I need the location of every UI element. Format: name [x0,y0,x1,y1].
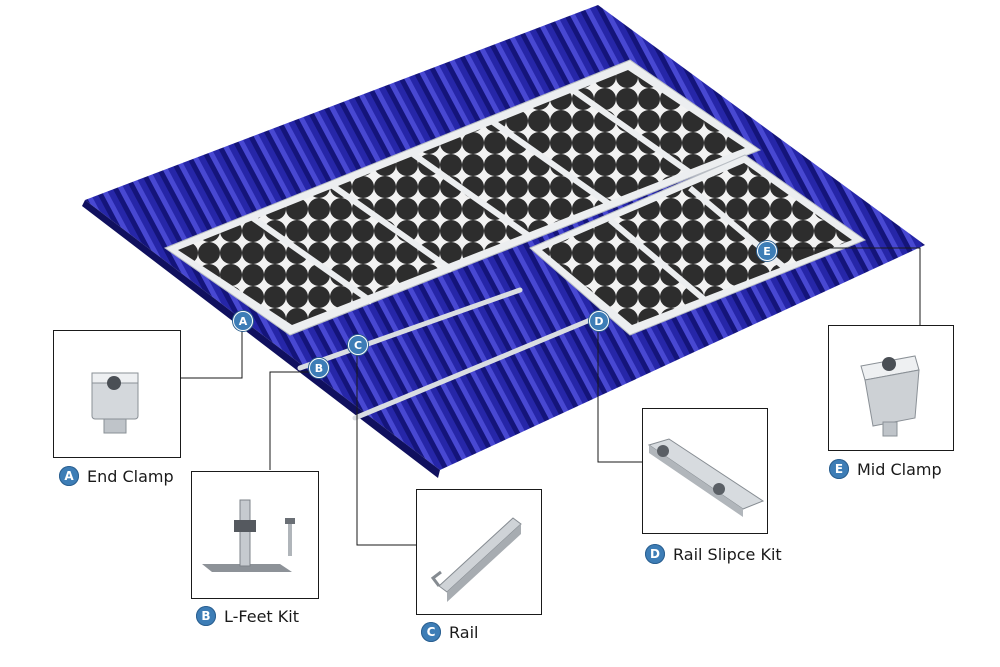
caption-rail-splice-kit: D Rail Slipce Kit [645,544,782,564]
mid-clamp-image [828,325,954,451]
label-rail-splice-kit: Rail Slipce Kit [673,544,782,564]
marker-e: E [757,241,777,261]
rail-lower [352,317,593,421]
leader-lines [180,247,921,546]
label-l-feet-kit: L-Feet Kit [224,606,299,626]
marker-a: A [233,311,253,331]
marker-c: C [348,335,368,355]
badge-d: D [645,544,665,564]
badge-b: B [196,606,216,626]
caption-end-clamp: A End Clamp [59,466,174,486]
end-clamp-image [53,330,181,458]
badge-c: C [421,622,441,642]
rail-splice-kit-icon [647,438,765,517]
badge-a: A [59,466,79,486]
label-end-clamp: End Clamp [87,466,174,486]
l-feet-kit-icon [202,499,295,572]
caption-rail: C Rail [421,622,478,642]
caption-l-feet-kit: B L-Feet Kit [196,606,299,626]
rail-icon [430,517,522,602]
l-feet-kit-image [191,471,319,599]
rail-splice-kit-image [642,408,768,534]
panel-row-upper [163,59,762,336]
rail-image [416,489,542,615]
marker-b: B [309,358,329,378]
panel-row-lower [529,154,867,336]
roof-shadow-edge [82,200,440,478]
label-rail: Rail [449,622,479,642]
marker-d: D [589,311,609,331]
end-clamp-icon [91,372,139,434]
badge-e: E [829,459,849,479]
caption-mid-clamp: E Mid Clamp [829,459,942,479]
mid-clamp-icon [860,355,920,437]
label-mid-clamp: Mid Clamp [857,459,942,479]
rail-upper [297,287,523,371]
